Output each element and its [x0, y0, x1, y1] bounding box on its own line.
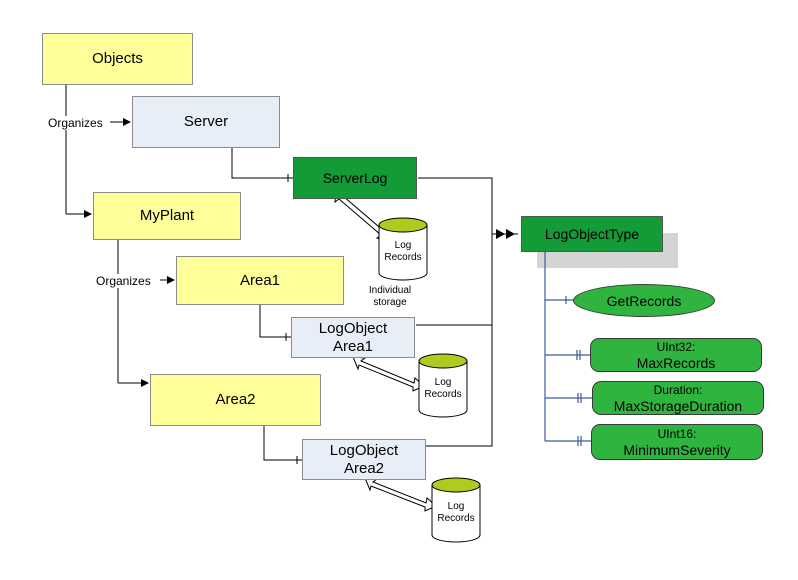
maxrecords-property[interactable]: UInt32: MaxRecords [590, 338, 762, 372]
logobject-area2-line1: LogObject [329, 441, 399, 459]
serverlog-node[interactable]: ServerLog [293, 157, 417, 199]
maxrecords-name: MaxRecords [636, 355, 716, 371]
server-label: Server [183, 113, 229, 130]
server-node[interactable]: Server [132, 96, 280, 148]
log-records-area1: Log Records [421, 377, 465, 401]
minimumseverity-property[interactable]: UInt16: MinimumSeverity [591, 424, 763, 460]
myplant-node[interactable]: MyPlant [93, 192, 241, 240]
objects-label: Objects [92, 50, 143, 67]
area1-node[interactable]: Area1 [176, 256, 344, 305]
log-records-serverlog-line2: Records [384, 252, 422, 263]
logobjecttype-node[interactable]: LogObjectType [521, 216, 663, 252]
log-records-area1-line2: Records [424, 389, 462, 400]
area1-label: Area1 [239, 271, 281, 289]
logobject-area1-node[interactable]: LogObject Area1 [291, 317, 415, 358]
individual-storage-line1: Individual [368, 285, 412, 296]
individual-storage-label: Individual storage [362, 285, 418, 309]
minimumseverity-name: MinimumSeverity [623, 442, 731, 458]
log-records-serverlog-line1: Log [394, 240, 412, 251]
log-records-area2-line2: Records [437, 513, 475, 524]
logobject-area2-line2: Area2 [343, 459, 385, 477]
logobjecttype-label: LogObjectType [544, 226, 640, 242]
maxstorageduration-name: MaxStorageDuration [613, 398, 743, 414]
area2-node[interactable]: Area2 [150, 374, 321, 426]
log-records-area1-line1: Log [434, 377, 452, 388]
log-records-serverlog: Log Records [381, 240, 425, 264]
serverlog-label: ServerLog [322, 170, 388, 186]
getrecords-method[interactable]: GetRecords [573, 284, 715, 317]
area2-label: Area2 [215, 391, 256, 408]
maxstorageduration-property[interactable]: Duration: MaxStorageDuration [592, 381, 764, 415]
logobject-area1-line2: Area1 [332, 337, 374, 355]
log-records-area2: Log Records [434, 501, 478, 525]
getrecords-label: GetRecords [606, 292, 682, 309]
organizes-label-myplant: Organizes [96, 274, 151, 288]
maxrecords-type: UInt32: [656, 340, 696, 354]
minimumseverity-type: UInt16: [657, 427, 697, 441]
myplant-label: MyPlant [139, 207, 195, 224]
objects-node[interactable]: Objects [42, 33, 193, 85]
logobject-area1-line1: LogObject [318, 319, 388, 337]
logobject-area2-node[interactable]: LogObject Area2 [302, 439, 426, 480]
individual-storage-line2: storage [373, 297, 407, 308]
maxstorageduration-type: Duration: [653, 383, 703, 397]
log-records-area2-line1: Log [447, 501, 465, 512]
organizes-label-objects: Organizes [48, 116, 103, 130]
